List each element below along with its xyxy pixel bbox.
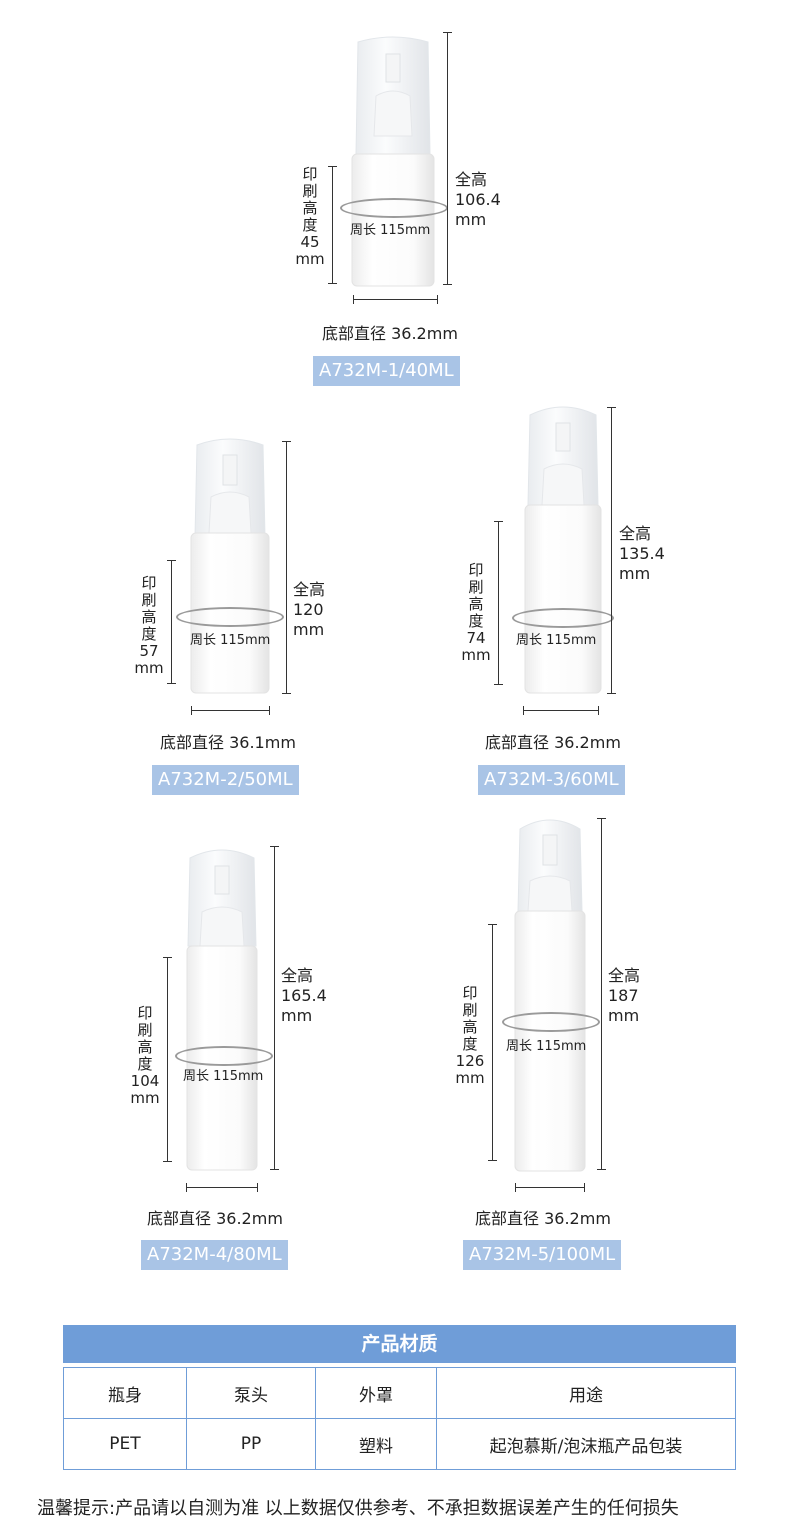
total-height-line-1 [443, 32, 452, 285]
model-badge-3: A732M-3/60ML [478, 765, 625, 795]
circumference-text-2: 周长 115mm [190, 633, 271, 648]
print-height-line-5 [488, 924, 497, 1161]
print-height-line-3 [494, 521, 503, 685]
total-height-line-5 [597, 818, 606, 1170]
circumference-text-4: 周长 115mm [183, 1069, 264, 1084]
circumference-ring-5 [502, 1012, 600, 1032]
model-badge-4: A732M-4/80ML [141, 1240, 288, 1270]
base-diameter-line-3 [523, 706, 599, 715]
model-badge-1: A732M-1/40ML [313, 356, 460, 386]
bottle-image-4 [186, 849, 258, 1171]
total-height-line-3 [607, 407, 616, 694]
base-diameter-label-5: 底部直径 36.2mm [475, 1209, 611, 1228]
table-header-cell: 泵头 [186, 1367, 316, 1419]
base-diameter-label-3: 底部直径 36.2mm [485, 733, 621, 752]
circumference-text-1: 周长 115mm [350, 223, 431, 238]
circumference-ring-1 [340, 198, 448, 218]
base-diameter-line-2 [191, 706, 270, 715]
bottle-image-5 [514, 819, 586, 1172]
base-diameter-label-2: 底部直径 36.1mm [160, 733, 296, 752]
base-diameter-label-4: 底部直径 36.2mm [147, 1209, 283, 1228]
material-table-title: 产品材质 [63, 1325, 736, 1363]
model-badge-5: A732M-5/100ML [463, 1240, 622, 1270]
print-height-line-4 [163, 957, 172, 1162]
table-cell: 起泡慕斯/泡沫瓶产品包装 [436, 1418, 736, 1470]
table-header-row: 瓶身 泵头 外罩 用途 [63, 1367, 736, 1419]
base-diameter-label-1: 底部直径 36.2mm [322, 324, 458, 343]
circumference-ring-3 [512, 608, 614, 628]
base-diameter-line-1 [353, 295, 438, 304]
footer-note: 温馨提示:产品请以自测为准 以上数据仅供参考、不承担数据误差产生的任何损失 [37, 1498, 679, 1519]
table-cell: 塑料 [315, 1418, 437, 1470]
circumference-ring-4 [175, 1046, 273, 1066]
base-diameter-line-5 [515, 1183, 585, 1192]
print-height-line-2 [167, 560, 176, 684]
table-row: PET PP 塑料 起泡慕斯/泡沫瓶产品包装 [63, 1418, 736, 1470]
circumference-text-3: 周长 115mm [516, 633, 597, 648]
base-diameter-line-4 [186, 1183, 258, 1192]
bottle-image-2 [190, 438, 270, 694]
circumference-text-5: 周长 115mm [506, 1039, 587, 1054]
bottle-image-1 [351, 36, 435, 287]
material-table: 瓶身 泵头 外罩 用途 PET PP 塑料 起泡慕斯/泡沫瓶产品包装 [63, 1367, 736, 1470]
model-badge-2: A732M-2/50ML [152, 765, 299, 795]
print-height-line-1 [328, 166, 337, 284]
total-height-line-4 [270, 846, 279, 1170]
table-header-cell: 用途 [436, 1367, 736, 1419]
total-height-line-2 [282, 441, 291, 694]
circumference-ring-2 [176, 607, 284, 627]
bottle-image-3 [524, 406, 602, 694]
table-cell: PP [186, 1418, 316, 1470]
table-header-cell: 瓶身 [63, 1367, 187, 1419]
table-header-cell: 外罩 [315, 1367, 437, 1419]
table-cell: PET [63, 1418, 187, 1470]
